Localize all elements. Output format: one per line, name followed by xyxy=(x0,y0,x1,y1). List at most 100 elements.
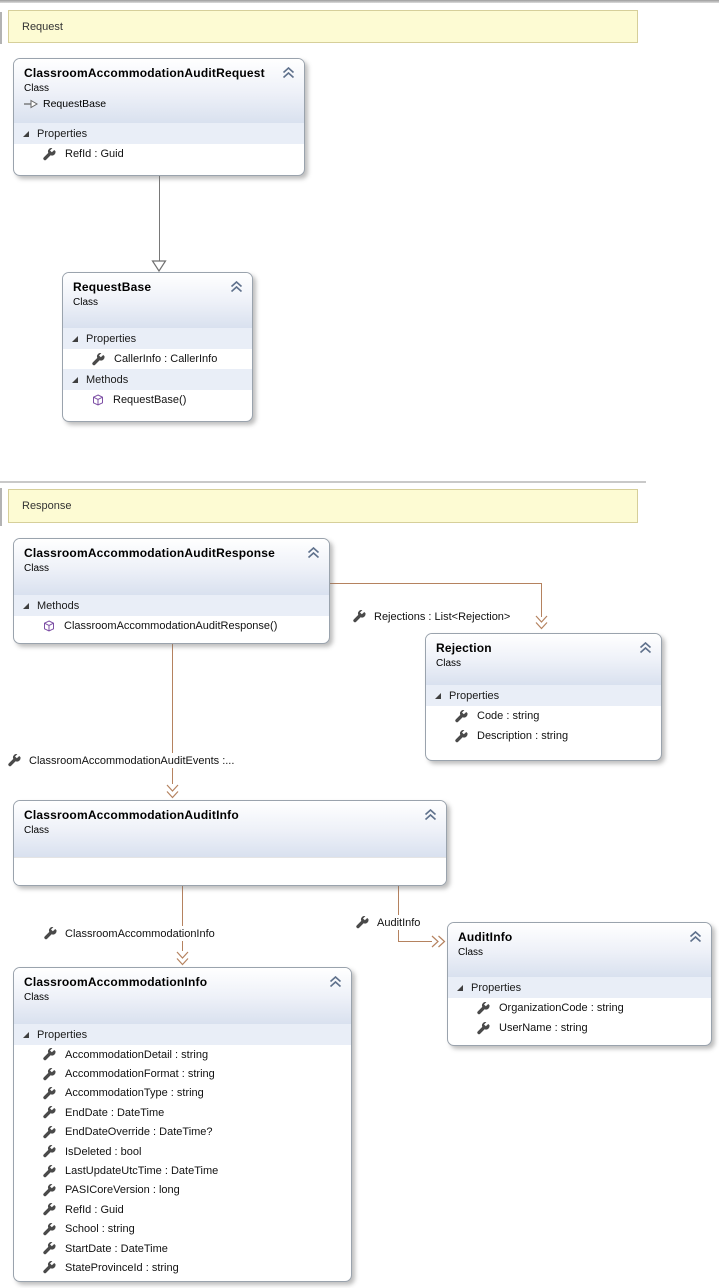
property-wrench-icon xyxy=(43,1261,56,1274)
section-label: Methods xyxy=(37,599,80,612)
member-row[interactable]: OrganizationCode : string xyxy=(448,998,711,1018)
class-kind-label: Class xyxy=(24,825,50,836)
member-label: RefId : Guid xyxy=(65,1203,124,1216)
member-label: OrganizationCode : string xyxy=(499,1002,624,1014)
member-row[interactable]: EndDateOverride : DateTime? xyxy=(14,1123,351,1142)
section-header-methods[interactable]: Methods xyxy=(63,369,252,390)
inherits-arrow-icon xyxy=(24,99,38,109)
collapse-chevron-icon[interactable] xyxy=(329,976,342,988)
response-banner[interactable]: Response xyxy=(8,489,638,523)
collapse-chevron-icon[interactable] xyxy=(230,281,243,293)
collapse-chevron-icon[interactable] xyxy=(307,547,320,559)
member-label: IsDeleted : bool xyxy=(65,1145,142,1158)
base-type-label: RequestBase xyxy=(43,98,107,110)
member-row[interactable]: CallerInfo : CallerInfo xyxy=(63,349,252,369)
member-row[interactable]: PASICoreVersion : long xyxy=(14,1181,351,1200)
association-label-text: Rejections : List<Rejection> xyxy=(374,610,511,623)
request-banner[interactable]: Request xyxy=(8,10,638,43)
association-label-text: ClassroomAccommodationAuditEvents :... xyxy=(29,754,235,767)
association-audit-info[interactable] xyxy=(398,886,399,941)
property-wrench-icon xyxy=(92,353,105,366)
association-rejections[interactable] xyxy=(330,583,542,584)
class-title: ClassroomAccommodationAuditInfo xyxy=(24,808,239,822)
inheritance-connector[interactable] xyxy=(159,176,160,261)
section-label: Methods xyxy=(86,373,129,386)
section-header-properties[interactable]: Properties xyxy=(448,977,711,998)
property-wrench-icon xyxy=(455,710,468,723)
class-kind-label: Class xyxy=(436,658,462,669)
member-row[interactable]: IsDeleted : bool xyxy=(14,1142,351,1161)
class-box-audit-info[interactable]: AuditInfo Class Properties OrganizationC… xyxy=(447,922,712,1046)
class-box-classroom-accommodation-info[interactable]: ClassroomAccommodationInfo Class Propert… xyxy=(13,967,352,1282)
class-header: ClassroomAccommodationAuditInfo Class xyxy=(14,801,446,857)
association-accommodation-info[interactable] xyxy=(182,886,183,951)
class-kind-label: Class xyxy=(24,563,50,574)
member-row[interactable]: AccommodationType : string xyxy=(14,1084,351,1103)
class-title: ClassroomAccommodationAuditRequest xyxy=(24,66,265,80)
member-label: StateProvinceId : string xyxy=(65,1261,179,1274)
collapse-chevron-icon[interactable] xyxy=(689,931,702,943)
class-header: RequestBase Class xyxy=(63,273,252,328)
association-audit-events[interactable] xyxy=(172,644,173,784)
association-label-audit-events[interactable]: ClassroomAccommodationAuditEvents :... xyxy=(6,753,239,768)
class-title: ClassroomAccommodationInfo xyxy=(24,975,208,989)
collapse-chevron-icon[interactable] xyxy=(282,67,295,79)
member-row[interactable]: AccommodationDetail : string xyxy=(14,1045,351,1064)
expander-icon xyxy=(23,1031,29,1038)
association-label-text: ClassroomAccommodationInfo xyxy=(65,927,215,940)
collapse-chevron-icon[interactable] xyxy=(424,809,437,821)
section-header-properties[interactable]: Properties xyxy=(426,685,661,706)
property-wrench-icon xyxy=(356,916,369,929)
member-row[interactable]: School : string xyxy=(14,1220,351,1239)
class-box-classroom-accommodation-audit-request[interactable]: ClassroomAccommodationAuditRequest Class… xyxy=(13,58,305,176)
property-wrench-icon xyxy=(477,1022,490,1035)
property-wrench-icon xyxy=(43,1145,56,1158)
property-wrench-icon xyxy=(43,1106,56,1119)
member-label: ClassroomAccommodationAuditResponse() xyxy=(64,620,278,632)
member-row[interactable]: StateProvinceId : string xyxy=(14,1258,351,1277)
member-label: EndDate : DateTime xyxy=(65,1106,165,1119)
property-wrench-icon xyxy=(43,1126,56,1139)
member-row[interactable]: ClassroomAccommodationAuditResponse() xyxy=(14,616,329,636)
member-row[interactable]: LastUpdateUtcTime : DateTime xyxy=(14,1161,351,1180)
expander-icon xyxy=(72,376,78,383)
property-wrench-icon xyxy=(8,754,21,767)
member-row[interactable]: RefId : Guid xyxy=(14,144,304,164)
member-row[interactable]: Code : string xyxy=(426,706,661,726)
member-label: LastUpdateUtcTime : DateTime xyxy=(65,1165,219,1178)
member-label: AccommodationType : string xyxy=(65,1087,204,1100)
section-header-properties[interactable]: Properties xyxy=(14,123,304,144)
collapse-chevron-icon[interactable] xyxy=(639,642,652,654)
property-wrench-icon xyxy=(43,1068,56,1081)
method-cube-icon xyxy=(43,620,55,632)
section-header-methods[interactable]: Methods xyxy=(14,595,329,616)
member-row[interactable]: StartDate : DateTime xyxy=(14,1239,351,1258)
class-box-rejection[interactable]: Rejection Class Properties Code : string… xyxy=(425,633,662,761)
association-rejections[interactable] xyxy=(541,583,542,617)
association-audit-info[interactable] xyxy=(398,941,432,942)
section-header-properties[interactable]: Properties xyxy=(63,328,252,349)
member-row[interactable]: UserName : string xyxy=(448,1018,711,1038)
section-divider xyxy=(0,481,646,483)
association-label-accommodation-info[interactable]: ClassroomAccommodationInfo xyxy=(42,926,219,941)
member-row[interactable]: AccommodationFormat : string xyxy=(14,1064,351,1083)
member-label: School : string xyxy=(65,1223,135,1236)
association-label-rejections[interactable]: Rejections : List<Rejection> xyxy=(351,609,515,624)
member-row[interactable]: EndDate : DateTime xyxy=(14,1103,351,1122)
member-label: StartDate : DateTime xyxy=(65,1242,168,1255)
class-box-classroom-accommodation-audit-response[interactable]: ClassroomAccommodationAuditResponse Clas… xyxy=(13,538,330,644)
association-arrowhead-icon xyxy=(176,951,189,966)
property-wrench-icon xyxy=(43,1184,56,1197)
association-label-audit-info[interactable]: AuditInfo xyxy=(354,915,425,930)
class-box-request-base[interactable]: RequestBase Class Properties CallerInfo … xyxy=(62,272,253,422)
class-box-classroom-accommodation-audit-info[interactable]: ClassroomAccommodationAuditInfo Class xyxy=(13,800,447,886)
section-header-properties[interactable]: Properties xyxy=(14,1024,351,1045)
association-arrowhead-icon xyxy=(535,615,548,630)
member-row[interactable]: RequestBase() xyxy=(63,390,252,410)
property-wrench-icon xyxy=(44,927,57,940)
member-row[interactable]: Description : string xyxy=(426,726,661,746)
method-cube-icon xyxy=(92,394,104,406)
response-banner-label: Response xyxy=(22,500,72,512)
member-row[interactable]: RefId : Guid xyxy=(14,1200,351,1219)
